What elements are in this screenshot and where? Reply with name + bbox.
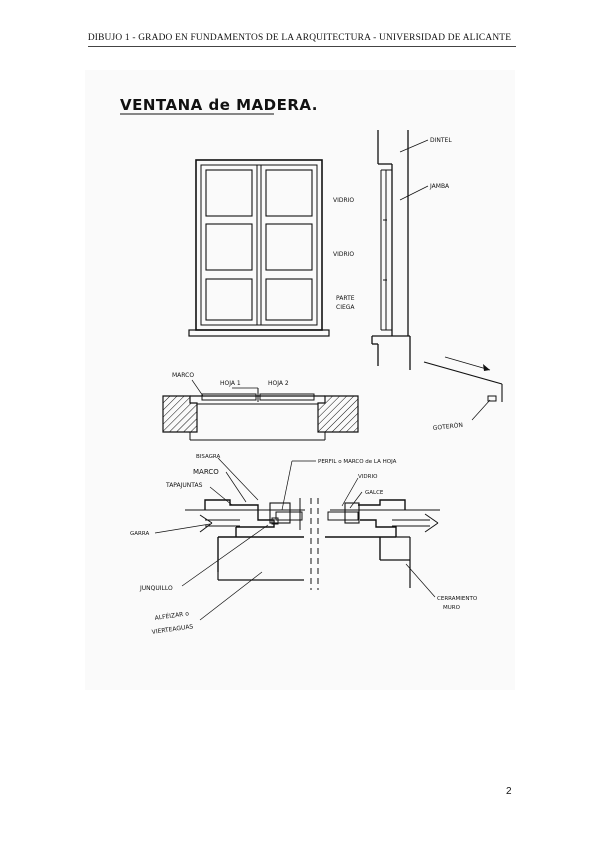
page-header: DIBUJO 1 - GRADO EN FUNDAMENTOS DE LA AR… — [87, 33, 512, 43]
label-junquillo: JUNQUILLO — [139, 585, 173, 592]
label-perfil: PERFIL o MARCO de LA HOJA — [318, 459, 397, 465]
label-marco-detail: MARCO — [193, 468, 219, 476]
label-vidrio-detail: VIDRIO — [358, 474, 378, 480]
label-bisagra: BISAGRA — [196, 454, 221, 460]
page-number: 2 — [506, 786, 512, 797]
label-alfeizar-2: VIERTEAGUAS — [151, 623, 194, 636]
label-tapajuntas: TAPAJUNTAS — [165, 482, 203, 489]
label-hoja-1: HOJA 1 — [220, 380, 241, 387]
label-garra: GARRA — [130, 531, 149, 537]
label-alfeizar-1: ALFÉIZAR o — [154, 609, 190, 622]
label-galce: GALCE — [365, 490, 384, 496]
vertical-section — [371, 130, 429, 370]
label-cerramiento-2: MURO — [443, 605, 461, 611]
label-dintel: DINTEL — [430, 137, 452, 144]
header-rule — [88, 46, 516, 47]
label-vidrio-2: VIDRIO — [333, 251, 354, 258]
detail-section — [154, 457, 440, 621]
plan-section — [162, 379, 359, 441]
label-goteron: GOTERÓN — [432, 422, 463, 432]
label-cerramiento-1: CERRAMIENTO — [437, 596, 478, 602]
label-parte-ciega-2: CIEGA — [336, 304, 355, 311]
label-marco-top: MARCO — [172, 372, 194, 379]
drawing-sheet — [85, 70, 515, 690]
window-elevation — [188, 159, 330, 337]
goteron-detail — [423, 356, 503, 421]
label-jamba: JAMBA — [429, 183, 450, 190]
label-hoja-2: HOJA 2 — [268, 380, 289, 387]
label-parte-ciega-1: PARTE — [336, 295, 355, 302]
drawing-title: VENTANA de MADERA. — [120, 96, 318, 114]
label-vidrio-1: VIDRIO — [333, 197, 354, 204]
